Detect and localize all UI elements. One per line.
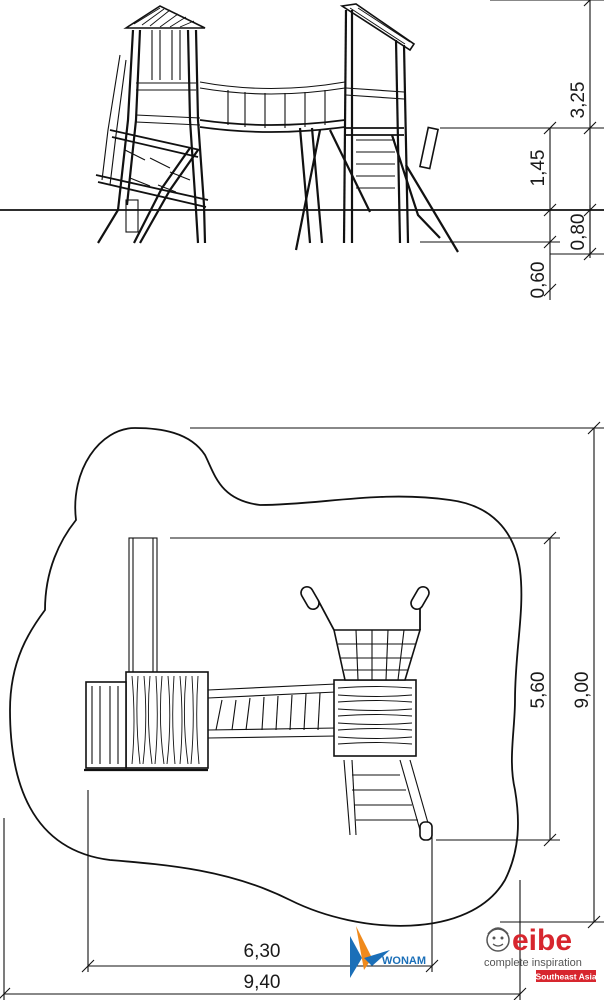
eibe-wordmark: eibe <box>512 924 572 957</box>
plan-bridge <box>207 683 337 739</box>
dim-foundation-depth: 0,60 <box>528 262 549 299</box>
eibe-face-icon <box>486 928 510 952</box>
plan-dimensions <box>0 421 604 1000</box>
plan-view: 9,00 5,60 6,30 9,40 <box>0 421 604 1000</box>
slide <box>128 537 158 674</box>
dim-platform-height: 1,45 <box>528 150 549 187</box>
dim-structure-width: 6,30 <box>244 941 281 962</box>
dim-safety-depth: 9,00 <box>572 672 593 709</box>
rope-bridge <box>199 81 346 244</box>
left-tower <box>95 5 209 244</box>
wonam-logo-text: WONAM <box>382 955 426 967</box>
wonam-logo: WONAM <box>350 926 426 978</box>
left-platform <box>84 671 209 772</box>
right-tower <box>294 3 459 253</box>
eibe-region: Southeast Asia <box>535 972 596 982</box>
dim-total-height: 3,25 <box>568 82 589 119</box>
safety-zone-outline <box>9 427 523 927</box>
side-elevation: 3,25 1,45 0,80 0,60 <box>0 0 604 300</box>
wonam-mark-icon <box>350 936 362 978</box>
dim-structure-depth: 5,60 <box>528 672 549 709</box>
dim-right-offset: 0,80 <box>568 214 589 251</box>
eibe-tagline: complete inspiration <box>484 957 582 969</box>
dim-safety-width: 9,40 <box>244 972 281 993</box>
right-platform <box>300 586 433 841</box>
elevation-dimensions <box>420 0 604 300</box>
eibe-logo: eibe complete inspiration Southeast Asia <box>484 924 597 982</box>
